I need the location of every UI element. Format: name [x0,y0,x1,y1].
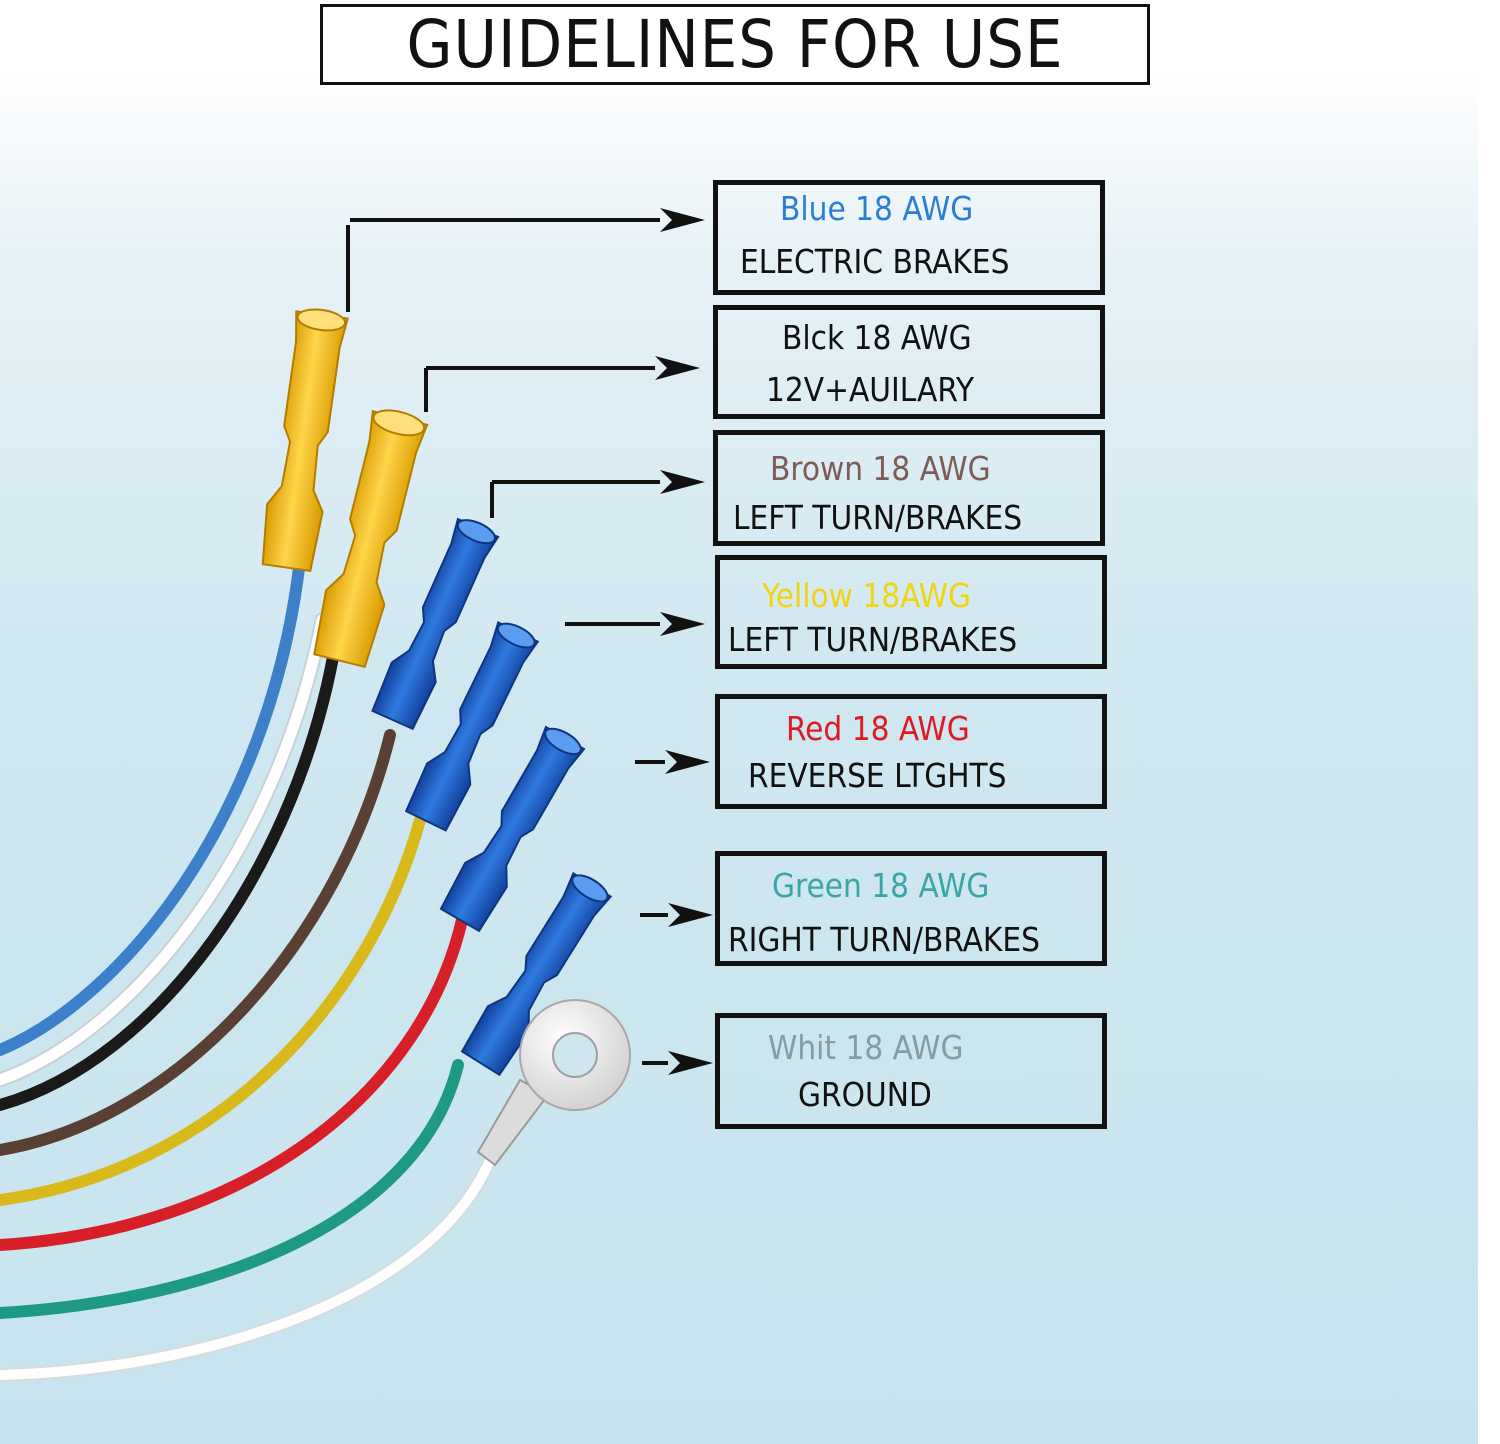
ring-terminal [476,999,631,1167]
page-title: GUIDELINES FOR USE [406,6,1064,83]
function-label: LEFT TURN/BRAKES [728,620,1018,659]
wire-label: Yellow 18AWG [762,576,972,615]
blue-connector-1 [371,517,500,731]
wire-label: Whit 18 AWG [768,1028,964,1067]
arrow-brown [660,470,705,494]
arrow-green [668,903,713,927]
wire-red [0,914,468,1251]
label-box-brown: Brown 18 AWG LEFT TURN/BRAKES [713,430,1105,546]
wire-label: Blue 18 AWG [780,189,974,228]
leader-blue [346,218,660,312]
label-box-black: Blck 18 AWG 12V+AUILARY [713,305,1105,419]
wire-brown [0,729,396,1156]
yellow-connector-1 [261,308,350,572]
wires [0,554,497,1382]
function-label: GROUND [798,1075,932,1114]
blue-connector-3 [439,725,586,933]
function-label: RIGHT TURN/BRAKES [728,920,1041,959]
arrow-red [665,750,710,774]
wire-green [0,1059,464,1319]
function-label: 12V+AUILARY [766,370,974,409]
function-label: ELECTRIC BRAKES [740,242,1010,281]
arrowheads [655,208,713,1075]
label-box-green: Green 18 AWG RIGHT TURN/BRAKES [715,851,1107,966]
leader-lines [346,218,668,1065]
arrow-blue [660,208,705,232]
blue-connector-4 [460,871,613,1077]
wire-label: Red 18 AWG [786,709,970,748]
wire-blue [0,554,306,1056]
label-box-white: Whit 18 AWG GROUND [715,1013,1107,1129]
function-label: REVERSE LTGHTS [748,756,1007,795]
arrow-black [655,356,700,380]
connectors [261,308,631,1167]
label-box-blue: Blue 18 AWG ELECTRIC BRAKES [713,180,1105,295]
wire-yellow [0,814,426,1206]
function-label: LEFT TURN/BRAKES [733,498,1023,537]
blue-connector-2 [404,620,540,832]
yellow-connector-2 [313,409,429,669]
wire-label: Brown 18 AWG [770,449,991,488]
leader-brown [490,480,660,518]
arrow-white [668,1051,713,1075]
wire-white-2-core [0,614,328,1086]
wire-label: Blck 18 AWG [782,318,972,357]
wire-label: Green 18 AWG [772,866,990,905]
label-box-red: Red 18 AWG REVERSE LTGHTS [715,694,1107,809]
wire-white-core [0,1155,495,1380]
arrow-yellow [660,612,705,636]
title-box: GUIDELINES FOR USE [320,4,1150,85]
right-edge-strip [1478,0,1500,1444]
label-box-yellow: Yellow 18AWG LEFT TURN/BRAKES [715,555,1107,669]
wire-black [0,634,342,1111]
leader-black [424,366,655,412]
